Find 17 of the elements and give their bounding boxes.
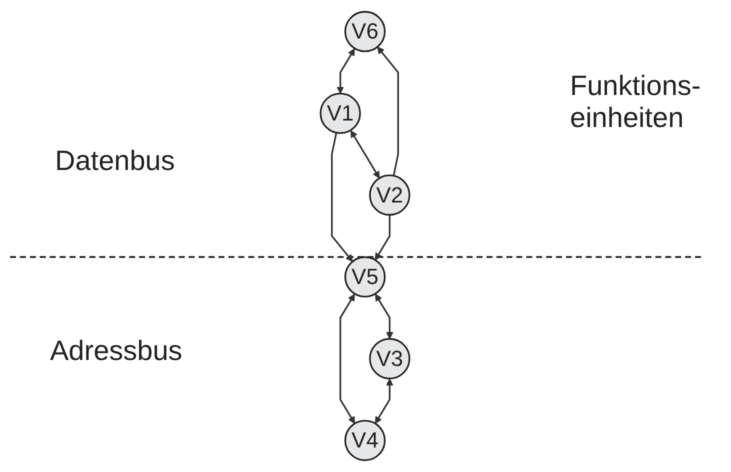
arrow: [339, 294, 356, 424]
node-circle: V3: [369, 338, 410, 380]
region-label: Funktions- einheiten: [570, 70, 702, 134]
arrow: [374, 214, 391, 260]
bus-label: Adressbus: [50, 335, 182, 367]
node-circle: V2: [369, 174, 410, 216]
node-circle: V4: [344, 420, 386, 462]
node-circle: V1: [320, 92, 361, 134]
arrow: [377, 46, 399, 176]
arrow: [336, 48, 355, 94]
arrow: [350, 130, 380, 179]
node-circle: V6: [344, 10, 386, 52]
node-circle: V5: [344, 256, 386, 298]
arrow: [375, 294, 394, 340]
arrow: [331, 132, 353, 262]
arrow: [374, 378, 394, 424]
bus-label: Datenbus: [55, 145, 175, 177]
